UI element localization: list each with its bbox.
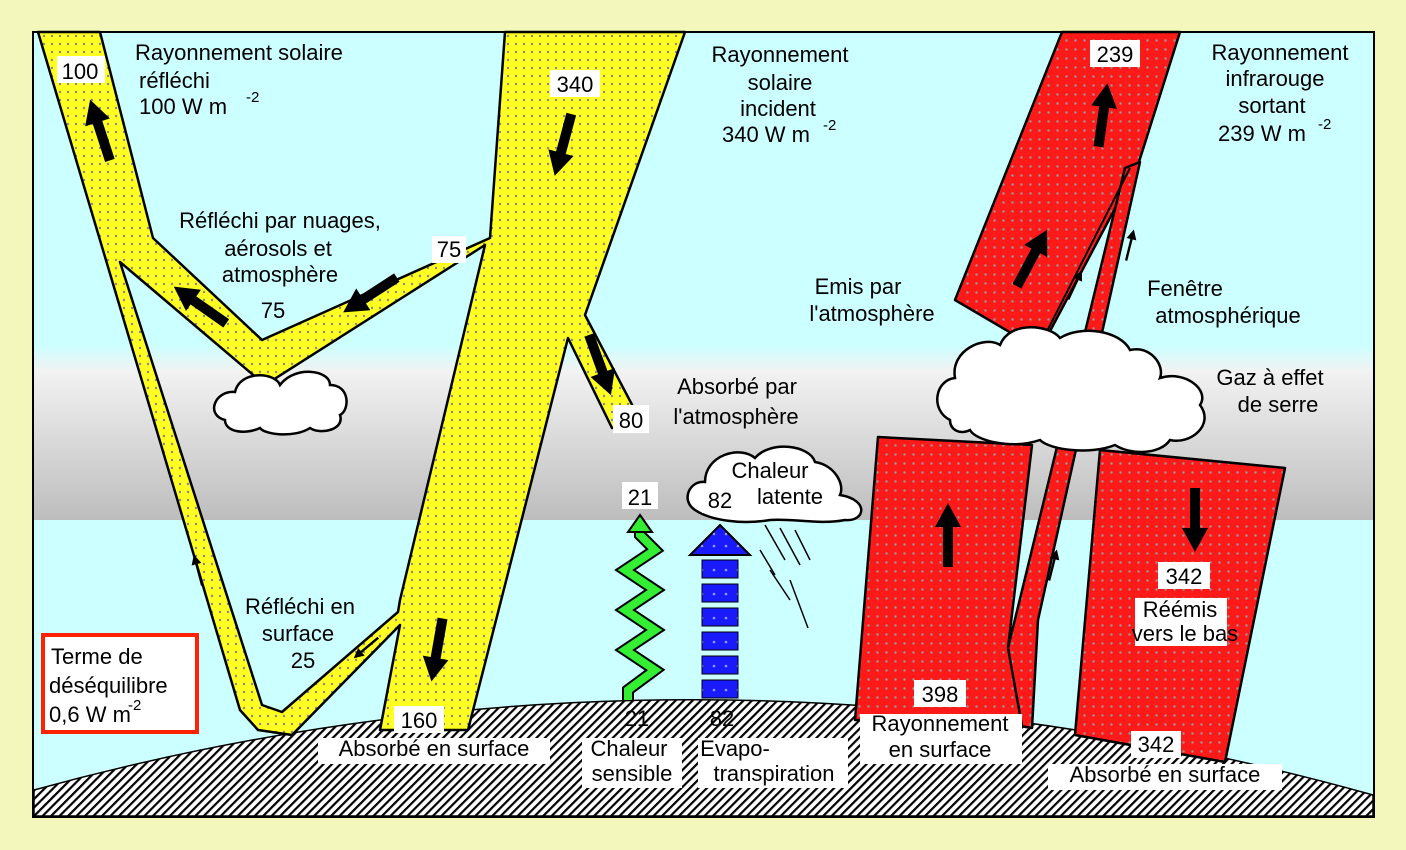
value-21: 21	[625, 706, 649, 731]
label: 100 W m	[139, 94, 227, 119]
value-75: 75	[437, 237, 461, 262]
cloud-icon	[213, 370, 348, 436]
label: vers le bas	[1132, 621, 1238, 646]
label: Réfléchi par nuages,	[179, 208, 381, 233]
value-340: 340	[557, 72, 594, 97]
label: aérosols et	[224, 236, 332, 261]
label: de serre	[1238, 392, 1319, 417]
label: Réémis	[1143, 597, 1218, 622]
label: 239 W m	[1218, 121, 1306, 146]
label: atmosphérique	[1155, 303, 1301, 328]
label: Absorbé en surface	[339, 736, 530, 761]
evapotranspiration-arrow	[687, 523, 753, 699]
rain-streaks	[759, 524, 811, 629]
label: l'atmosphère	[809, 301, 934, 326]
label: Rayonnement solaire	[135, 40, 343, 65]
value-82: 82	[708, 488, 732, 513]
label: latente	[757, 484, 823, 509]
imbalance-box	[41, 633, 199, 734]
label: Réfléchi en	[245, 594, 355, 619]
ir-outgoing-band	[953, 30, 1182, 352]
label: Absorbé par	[677, 374, 797, 399]
value-100: 100	[62, 59, 99, 84]
imbalance-exponent: -2	[128, 697, 141, 714]
label: 340 W m	[722, 122, 810, 147]
label: réfléchi	[139, 68, 210, 93]
label: Rayonnement	[1212, 40, 1349, 65]
label: Chaleur	[731, 458, 808, 483]
label: infrarouge	[1225, 66, 1324, 91]
value-342: 342	[1166, 564, 1203, 589]
label: incident	[740, 96, 816, 121]
imbalance-value: 0,6 W m	[49, 702, 131, 727]
label: Chaleur	[590, 736, 667, 761]
exponent: -2	[246, 89, 259, 106]
label: l'atmosphère	[673, 404, 798, 429]
value-342: 342	[1138, 732, 1175, 757]
label: Rayonnement	[712, 42, 849, 67]
imbalance-label: déséquilibre	[49, 673, 168, 698]
label: Gaz à effet	[1216, 365, 1323, 390]
value-80: 80	[619, 408, 643, 433]
value-75: 75	[261, 298, 285, 323]
value-239: 239	[1097, 42, 1134, 67]
value-398: 398	[922, 682, 959, 707]
exponent: -2	[823, 117, 836, 134]
label: sortant	[1238, 93, 1305, 118]
value-25: 25	[291, 648, 315, 673]
value-160: 160	[401, 708, 438, 733]
cloud-icon	[936, 326, 1206, 454]
label: Emis par	[815, 274, 902, 299]
label: surface	[262, 621, 334, 646]
label: Absorbé en surface	[1070, 762, 1261, 787]
value-82: 82	[710, 706, 734, 731]
label: sensible	[592, 761, 673, 786]
label: atmosphère	[222, 262, 338, 287]
label: en surface	[889, 737, 992, 762]
label: Evapo-	[700, 736, 770, 761]
exponent: -2	[1318, 116, 1331, 133]
value-21: 21	[628, 485, 652, 510]
imbalance-label: Terme de	[51, 644, 143, 669]
label: transpiration	[713, 761, 834, 786]
label: Fenêtre	[1147, 276, 1223, 301]
label: solaire	[748, 70, 813, 95]
label: Rayonnement	[872, 711, 1009, 736]
